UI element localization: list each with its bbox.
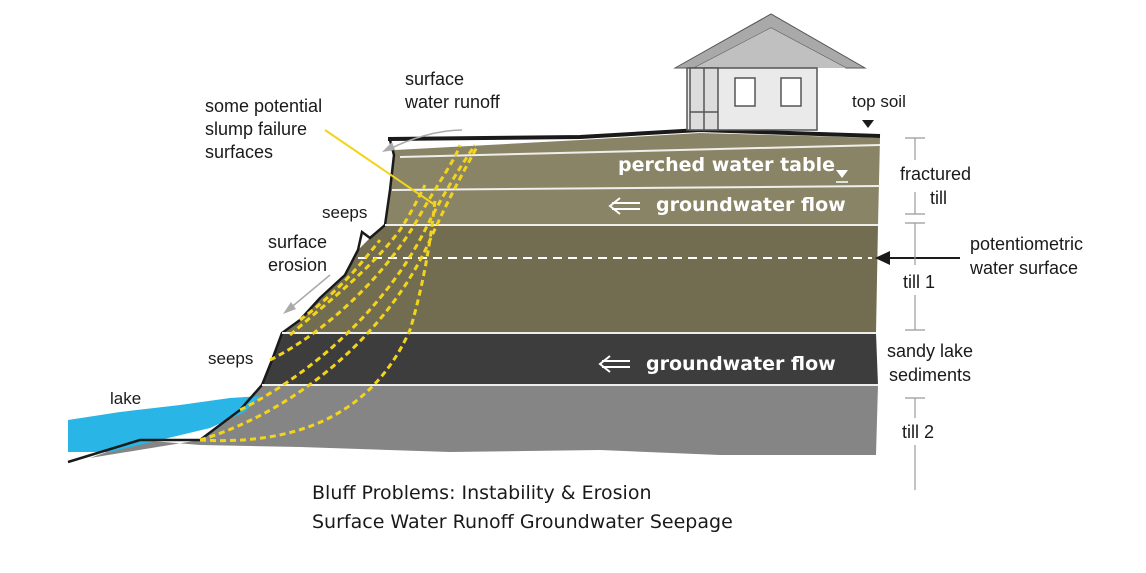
slump-curve-6 <box>299 239 382 322</box>
layer-fractured-till <box>385 133 880 225</box>
potentiometric-arrow <box>875 251 960 265</box>
groundwater-flow-arrow-upper <box>608 197 640 215</box>
slump-failure-surfaces <box>199 144 480 443</box>
slump-curve-4 <box>199 199 437 443</box>
label-sandy-lake-sediments: sandy lake sediments <box>887 341 978 385</box>
label-slump-failure-surfaces: some potential slump failure surfaces <box>205 96 327 162</box>
label-top-soil: top soil <box>852 92 906 111</box>
house-window-left <box>734 77 756 107</box>
lake-water <box>68 396 260 452</box>
house-window-right <box>780 77 802 107</box>
label-lake: lake <box>110 389 141 408</box>
slump-curve-1 <box>269 144 462 362</box>
surface-runoff-arrow <box>382 129 463 152</box>
slump-curve-5 <box>289 184 427 337</box>
label-groundwater-flow-lower: groundwater flow <box>646 353 836 375</box>
label-surface-erosion: surface erosion <box>268 232 332 275</box>
label-surface-water-runoff: surface water runoff <box>404 69 501 112</box>
label-seeps-upper: seeps <box>322 203 367 222</box>
layer-sandy-lake-sediments <box>262 333 878 385</box>
label-perched-water-table: perched water table <box>618 154 835 176</box>
boundary-upper-flow <box>391 185 881 191</box>
layer-dimension-lines <box>905 137 925 490</box>
boundary-perched <box>399 144 881 158</box>
slump-curve-3 <box>199 144 480 442</box>
caption-line-2: Surface Water Runoff Groundwater Seepage <box>312 511 733 533</box>
label-groundwater-flow-upper: groundwater flow <box>656 194 846 216</box>
label-potentiometric: potentiometric water surface <box>969 234 1088 278</box>
label-seeps-lower: seeps <box>208 349 253 368</box>
caption-line-1: Bluff Problems: Instability & Erosion <box>312 482 652 504</box>
surface-erosion-arrow <box>283 274 331 314</box>
layer-till-1 <box>282 225 878 333</box>
layer-till-2 <box>90 385 878 458</box>
top-soil-marker <box>862 120 874 128</box>
slump-leader-line <box>324 129 436 206</box>
house-roof-fill <box>694 28 846 68</box>
groundwater-flow-arrow-lower <box>598 355 630 373</box>
label-till-1: till 1 <box>903 272 935 292</box>
top-soil-line <box>387 127 881 141</box>
label-fractured-till: fractured till <box>900 164 976 208</box>
house <box>673 13 867 131</box>
perched-water-table-marker <box>836 170 848 183</box>
label-till-2: till 2 <box>902 422 934 442</box>
bluff-profile-line <box>67 139 396 464</box>
